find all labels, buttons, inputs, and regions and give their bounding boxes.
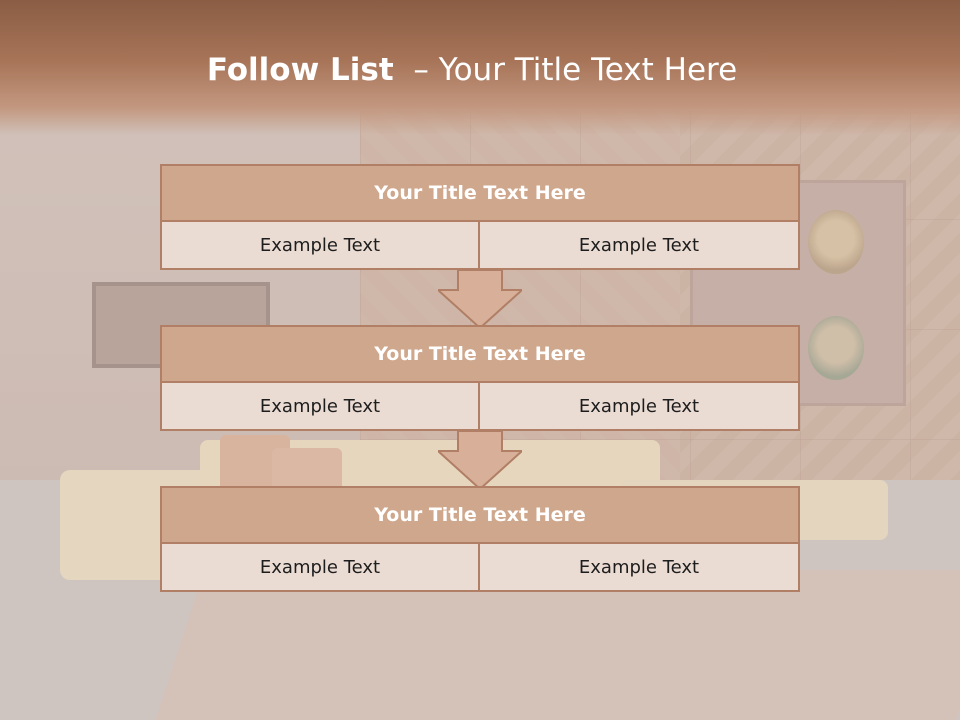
slide-title[interactable]: Follow List – Your Title Text Here: [0, 52, 944, 88]
flow-step-1: Your Title Text Here Example Text Exampl…: [160, 164, 800, 270]
down-arrow-icon: [438, 431, 522, 489]
step-cell-right[interactable]: Example Text: [480, 222, 800, 270]
down-arrow-icon: [438, 270, 522, 328]
slide-title-rest: – Your Title Text Here: [413, 52, 738, 88]
slide-header: Follow List – Your Title Text Here: [0, 0, 960, 135]
step-cell-left[interactable]: Example Text: [160, 544, 480, 592]
step-cell-left[interactable]: Example Text: [160, 222, 480, 270]
step-row: Example Text Example Text: [160, 222, 800, 270]
step-row: Example Text Example Text: [160, 383, 800, 431]
step-title[interactable]: Your Title Text Here: [160, 325, 800, 383]
step-row: Example Text Example Text: [160, 544, 800, 592]
decor-mask: [808, 210, 864, 274]
step-cell-right[interactable]: Example Text: [480, 383, 800, 431]
flow-step-3: Your Title Text Here Example Text Exampl…: [160, 486, 800, 592]
step-title[interactable]: Your Title Text Here: [160, 164, 800, 222]
step-cell-left[interactable]: Example Text: [160, 383, 480, 431]
step-cell-right[interactable]: Example Text: [480, 544, 800, 592]
flow-step-2: Your Title Text Here Example Text Exampl…: [160, 325, 800, 431]
step-title[interactable]: Your Title Text Here: [160, 486, 800, 544]
slide-title-bold: Follow List: [206, 52, 394, 88]
decor-mask: [808, 316, 864, 380]
